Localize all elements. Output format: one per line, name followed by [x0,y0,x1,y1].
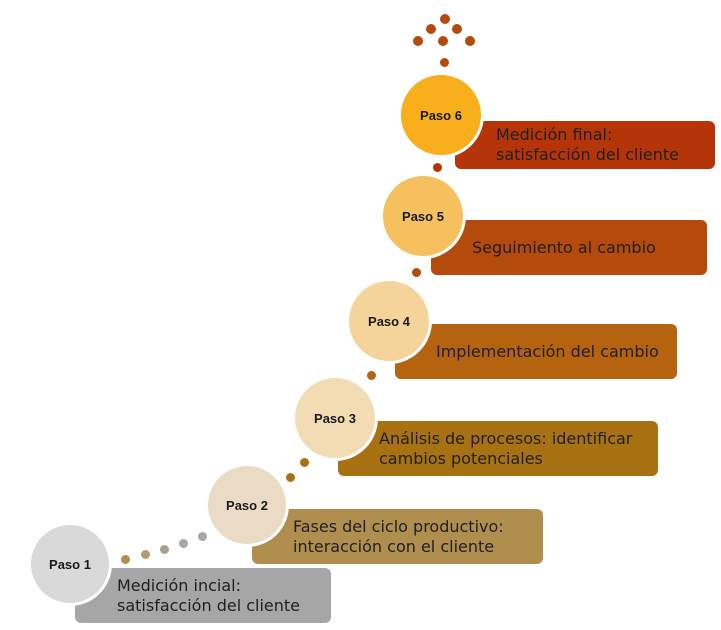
connector-dot [179,539,188,548]
step-3-label: Paso 3 [314,410,356,426]
connector-dot [413,36,423,46]
step-1-circle: Paso 1 [28,522,112,606]
step-1-label: Paso 1 [49,556,91,572]
connector-dot [121,555,130,564]
step-2-text-line-1: Fases del ciclo productivo: [293,516,504,536]
step-6-bar: Medición final: satisfacción del cliente [455,121,715,169]
step-4-circle: Paso 4 [346,278,432,364]
step-3-circle: Paso 3 [292,375,378,461]
connector-dot [440,14,450,24]
connector-dot [433,163,442,172]
step-6-circle: Paso 6 [398,72,484,158]
step-1-text: Medición incial: satisfacción del client… [117,576,300,616]
connector-dot [465,36,475,46]
step-5-bar: Seguimiento al cambio [431,220,707,275]
connector-dot [141,550,150,559]
connector-dot [452,24,462,34]
step-6-text-line-2: satisfacción del cliente [496,145,680,164]
connector-dot [300,458,309,467]
connector-dot [160,545,169,554]
connector-dot [286,473,295,482]
connector-dot [440,58,449,67]
step-3-text-line-2: cambios potenciales [379,448,543,468]
step-4-bar: Implementación del cambio [395,324,677,379]
step-4-text-line-1: Implementación del cambio [436,341,659,361]
step-3-bar: Análisis de procesos: identificar cambio… [338,421,658,476]
step-2-text-line-2: interacción con el cliente [293,536,495,556]
step-3-text: Análisis de procesos: identificar cambio… [379,429,632,469]
step-6-text: Medición final: satisfacción del cliente [496,125,679,165]
step-1-text-line-2: satisfacción del cliente [117,595,301,615]
step-2-bar: Fases del ciclo productivo: interacción … [252,509,543,564]
step-5-text-line-1: Seguimiento al cambio [472,237,656,257]
step-6-label: Paso 6 [420,107,462,123]
step-1-text-line-1: Medición incial: [117,575,241,595]
step-2-label: Paso 2 [226,497,268,513]
step-5-text: Seguimiento al cambio [472,238,656,258]
step-4-label: Paso 4 [368,313,410,329]
step-2-circle: Paso 2 [205,463,289,547]
connector-dot [367,371,376,380]
step-2-text: Fases del ciclo productivo: interacción … [293,517,504,557]
step-5-circle: Paso 5 [380,173,466,259]
connector-dot [438,36,448,46]
connector-dot [426,24,436,34]
step-1-bar: Medición incial: satisfacción del client… [75,568,331,623]
step-3-text-line-1: Análisis de procesos: identificar [379,428,633,448]
step-5-label: Paso 5 [402,208,444,224]
step-6-text-line-1: Medición final: [496,125,613,144]
connector-dot [412,268,421,277]
step-4-text: Implementación del cambio [436,342,659,362]
connector-dot [198,532,207,541]
